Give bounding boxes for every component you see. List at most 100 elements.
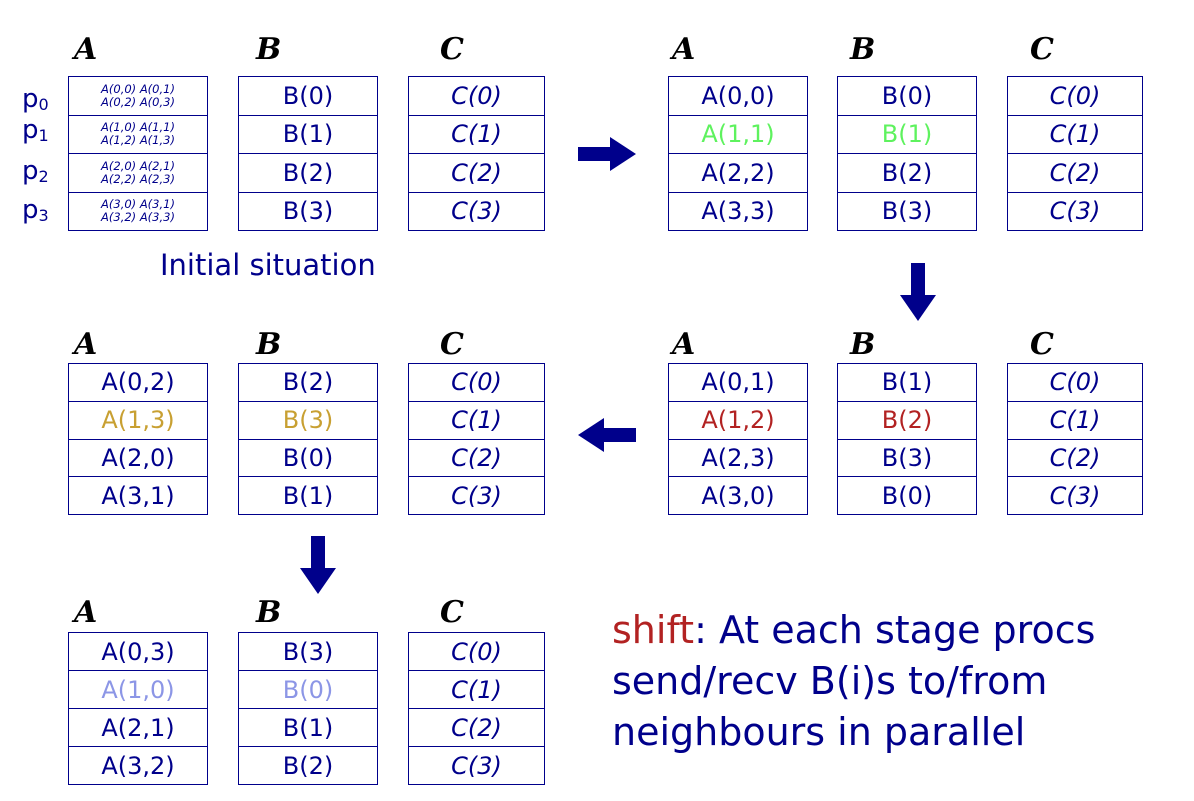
vector-cell: B(0) [838, 476, 976, 514]
vector-cell: C(2) [1008, 438, 1142, 477]
vector-cell: C(3) [1008, 191, 1142, 231]
matrix-cell: A(0,0) A(0,1)A(0,2) A(0,3) [101, 81, 175, 109]
header-b: B [850, 327, 876, 362]
matrix-cell-highlighted: A(1,0) [69, 670, 207, 708]
vector-cell: B(2) [239, 746, 377, 784]
vector-cell: B(1) [239, 476, 377, 514]
header-a: A [74, 327, 98, 362]
arrow-right-icon [578, 137, 636, 171]
matrix-cell: A(2,1) [69, 708, 207, 746]
stage3-matrix-a: A(0,2) A(1,3) A(2,0) A(3,1) [68, 363, 208, 515]
stage1-matrix-a: A(0,0) A(1,1) A(2,2) A(3,3) [668, 76, 808, 231]
initial-vector-b: B(0) B(1) B(2) B(3) [238, 76, 378, 231]
vector-cell: B(0) [282, 81, 334, 110]
proc-label-1: p1 [22, 115, 49, 145]
vector-cell: B(2) [239, 153, 377, 192]
vector-cell: B(0) [239, 438, 377, 477]
matrix-cell-highlighted: A(1,2) [669, 400, 807, 439]
vector-cell: B(2) [838, 153, 976, 192]
vector-cell: B(3) [838, 438, 976, 477]
vector-cell-highlighted: B(0) [239, 670, 377, 708]
matrix-cell: A(3,1) [69, 476, 207, 514]
matrix-cell: A(0,2) [101, 368, 175, 397]
vector-cell: C(2) [1008, 153, 1142, 192]
vector-cell: C(3) [409, 476, 544, 514]
header-a: A [672, 327, 696, 362]
vector-cell: B(3) [239, 191, 377, 231]
vector-cell: C(1) [409, 114, 544, 154]
stage2-vector-c: C(0) C(1) C(2) C(3) [1007, 363, 1143, 515]
stage3-vector-c: C(0) C(1) C(2) C(3) [408, 363, 545, 515]
header-b: B [256, 595, 282, 630]
stage4-vector-b: B(3) B(0) B(1) B(2) [238, 632, 378, 785]
matrix-cell-highlighted: A(1,3) [69, 400, 207, 439]
proc-label-3: p3 [22, 195, 49, 225]
vector-cell: C(1) [1008, 114, 1142, 154]
matrix-cell: A(1,0) A(1,1)A(1,2) A(1,3) [69, 114, 207, 154]
arrow-left-icon [578, 418, 636, 452]
proc-label-0: p0 [22, 84, 49, 114]
header-a: A [74, 595, 98, 630]
matrix-cell: A(3,0) A(3,1)A(3,2) A(3,3) [69, 191, 207, 231]
stage4-vector-c: C(0) C(1) C(2) C(3) [408, 632, 545, 785]
stage1-vector-b: B(0) B(1) B(2) B(3) [837, 76, 977, 231]
stage2-matrix-a: A(0,1) A(1,2) A(2,3) A(3,0) [668, 363, 808, 515]
stage1-vector-c: C(0) C(1) C(2) C(3) [1007, 76, 1143, 231]
header-a: A [672, 32, 696, 67]
matrix-cell: A(3,0) [669, 476, 807, 514]
proc-label-2: p2 [22, 156, 49, 186]
matrix-cell: A(2,3) [669, 438, 807, 477]
initial-caption: Initial situation [160, 248, 376, 282]
stage3-vector-b: B(2) B(3) B(0) B(1) [238, 363, 378, 515]
vector-cell: C(0) [1049, 368, 1101, 397]
vector-cell: C(3) [409, 191, 544, 231]
vector-cell-highlighted: B(1) [838, 114, 976, 154]
vector-cell: C(1) [409, 670, 544, 708]
vector-cell: B(1) [881, 368, 933, 397]
vector-cell: B(1) [239, 708, 377, 746]
vector-cell: C(1) [409, 400, 544, 439]
vector-cell: B(3) [838, 191, 976, 231]
initial-vector-c: C(0) C(1) C(2) C(3) [408, 76, 545, 231]
shift-description: : At each stage procs send/recv B(i)s to… [612, 608, 1096, 754]
vector-cell: C(2) [409, 153, 544, 192]
header-a: A [74, 32, 98, 67]
matrix-cell: A(0,3) [101, 637, 175, 666]
vector-cell: B(1) [239, 114, 377, 154]
header-c: C [440, 327, 464, 362]
vector-cell: C(2) [409, 438, 544, 477]
vector-cell: B(0) [881, 81, 933, 110]
header-b: B [256, 32, 282, 67]
header-c: C [1030, 32, 1054, 67]
matrix-cell: A(0,0) [701, 81, 775, 110]
matrix-cell: A(3,3) [669, 191, 807, 231]
vector-cell: C(3) [409, 746, 544, 784]
vector-cell: C(0) [451, 81, 502, 110]
vector-cell: C(0) [451, 637, 502, 666]
vector-cell-highlighted: B(2) [838, 400, 976, 439]
header-c: C [1030, 327, 1054, 362]
vector-cell: C(2) [409, 708, 544, 746]
header-b: B [850, 32, 876, 67]
shift-keyword: shift [612, 608, 695, 652]
arrow-down-icon [300, 536, 336, 594]
shift-note: shift: At each stage procs send/recv B(i… [612, 605, 1194, 758]
matrix-cell: A(2,0) A(2,1)A(2,2) A(2,3) [69, 153, 207, 192]
stage4-matrix-a: A(0,3) A(1,0) A(2,1) A(3,2) [68, 632, 208, 785]
vector-cell: C(3) [1008, 476, 1142, 514]
stage2-vector-b: B(1) B(2) B(3) B(0) [837, 363, 977, 515]
vector-cell: B(2) [282, 368, 334, 397]
header-c: C [440, 595, 464, 630]
matrix-cell: A(2,0) [69, 438, 207, 477]
vector-cell: C(1) [1008, 400, 1142, 439]
vector-cell: C(0) [451, 368, 502, 397]
vector-cell: B(3) [282, 637, 334, 666]
vector-cell: C(0) [1049, 81, 1101, 110]
vector-cell-highlighted: B(3) [239, 400, 377, 439]
matrix-cell: A(2,2) [669, 153, 807, 192]
header-c: C [440, 32, 464, 67]
arrow-down-icon [900, 263, 936, 321]
matrix-cell-highlighted: A(1,1) [669, 114, 807, 154]
header-b: B [256, 327, 282, 362]
matrix-cell: A(0,1) [701, 368, 775, 397]
